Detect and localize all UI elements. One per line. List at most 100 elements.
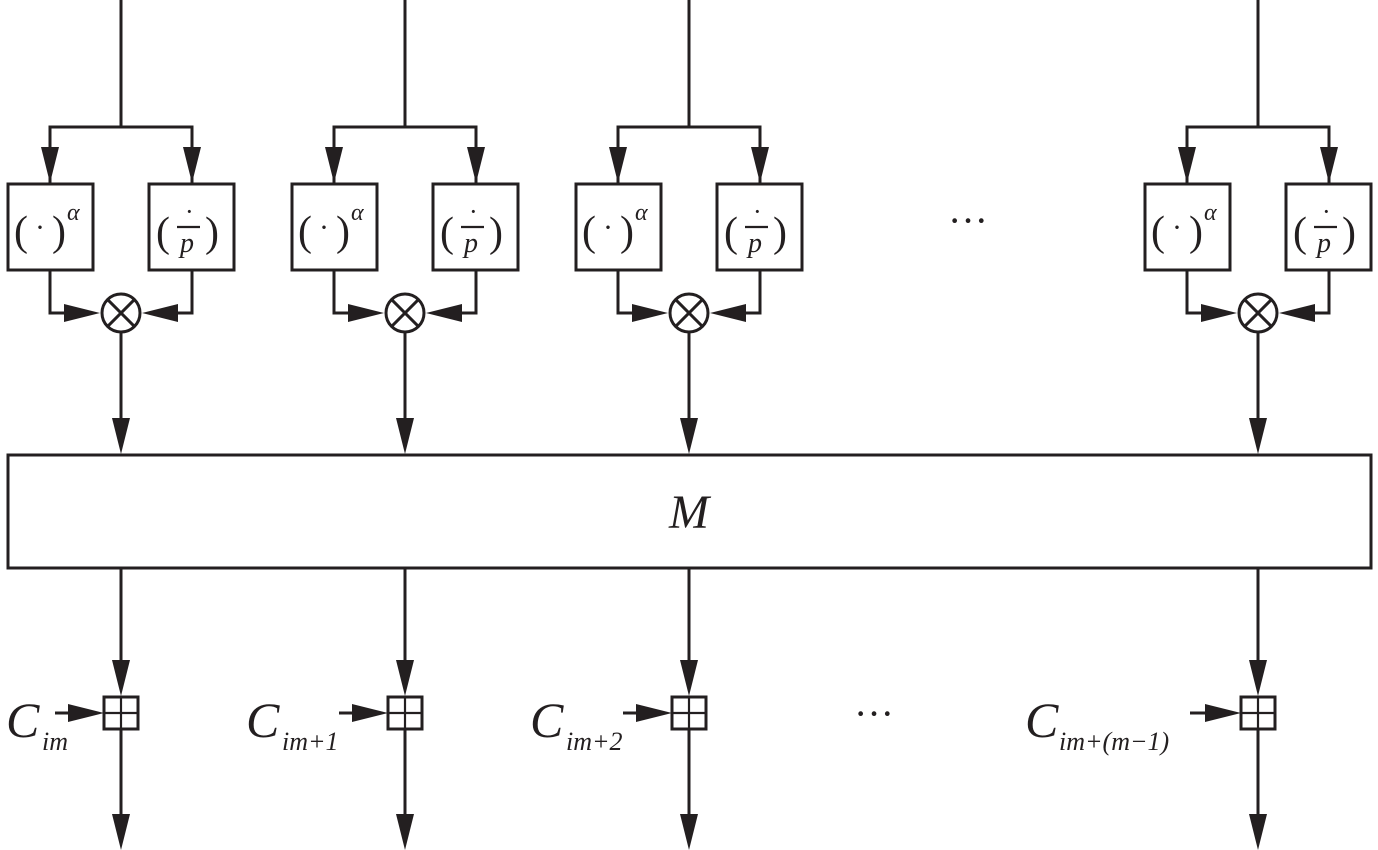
arrow-head-left	[710, 304, 746, 322]
arrow-head-down	[680, 814, 698, 850]
power-to-multiply-line	[1185, 270, 1203, 315]
arrow-head-down	[1249, 660, 1267, 696]
arrow-head-down	[609, 147, 627, 183]
matrix-block	[6, 453, 1373, 570]
legendre-to-multiply-line	[1313, 270, 1331, 315]
arrow-head-down	[751, 147, 769, 183]
power-paren-right: )	[620, 209, 634, 255]
adder-icon	[1239, 695, 1277, 731]
arrow-head-down	[396, 660, 414, 696]
arrow-head-left	[426, 304, 462, 322]
split-line	[1185, 125, 1331, 183]
arrow-head-right	[632, 304, 668, 322]
legendre-dot: ·	[753, 197, 762, 226]
arrow-head-down	[41, 147, 59, 183]
branch-3: ( · ) α ( · p )	[530, 0, 804, 850]
arrow-head-left	[1279, 304, 1315, 322]
multiply-icon	[100, 292, 142, 334]
power-to-multiply-line	[332, 270, 350, 315]
ellipsis-top: ···	[948, 198, 988, 243]
constant-base: C	[6, 692, 40, 748]
arrow-head-down	[1320, 147, 1338, 183]
matrix-label: M	[668, 486, 712, 539]
legendre-p: p	[1315, 228, 1331, 259]
power-exponent: α	[67, 200, 80, 226]
constant-subscript: im+(m−1)	[1059, 727, 1169, 756]
arrow-head-down	[112, 814, 130, 850]
power-paren-right: )	[1189, 209, 1203, 255]
branch-4: ( · ) α ( · p )	[1025, 0, 1373, 850]
power-dot: ·	[1172, 211, 1182, 244]
split-line	[48, 125, 194, 183]
legendre-dot: ·	[469, 197, 478, 226]
legendre-to-multiply-line	[460, 270, 478, 315]
legendre-paren-right: )	[489, 210, 503, 256]
power-paren-left: (	[1151, 209, 1165, 255]
constant-label: C im+1	[246, 692, 339, 756]
arrow-head-down	[1249, 814, 1267, 850]
branch-2: ( · ) α ( · p )	[246, 0, 520, 850]
power-to-multiply-line	[48, 270, 66, 315]
legendre-box-label: ( · p )	[156, 197, 219, 259]
legendre-box-label: ( · p )	[724, 197, 787, 259]
constant-subscript: im+2	[566, 727, 623, 756]
power-box	[574, 182, 663, 272]
legendre-paren-left: (	[440, 210, 454, 256]
legendre-paren-right: )	[773, 210, 787, 256]
legendre-p: p	[462, 228, 478, 259]
constant-base: C	[246, 692, 280, 748]
arrow-head-right	[1201, 304, 1237, 322]
arrow-head-down	[396, 418, 414, 454]
arrow-head-right	[1205, 704, 1241, 722]
legendre-to-multiply-line	[744, 270, 762, 315]
power-box	[290, 182, 379, 272]
legendre-box-label: ( · p )	[1293, 197, 1356, 259]
constant-base: C	[1025, 692, 1059, 748]
arrow-head-down	[112, 660, 130, 696]
adder-icon	[102, 695, 140, 731]
legendre-to-multiply-line	[176, 270, 194, 315]
power-box-label: ( · ) α	[1151, 200, 1217, 255]
power-to-multiply-line	[616, 270, 634, 315]
split-line	[332, 125, 478, 183]
legendre-paren-right: )	[1342, 210, 1356, 256]
constant-label: C im+(m−1)	[1025, 692, 1169, 756]
branch-1: ( · ) α ( · p )	[6, 0, 236, 850]
legendre-box-label: ( · p )	[440, 197, 503, 259]
power-exponent: α	[351, 200, 364, 226]
split-line	[616, 125, 762, 183]
power-box-label: ( · ) α	[582, 200, 648, 255]
arrow-head-right	[636, 704, 672, 722]
arrow-head-down	[680, 418, 698, 454]
constant-base: C	[530, 692, 564, 748]
arrow-head-down	[1178, 147, 1196, 183]
legendre-p: p	[746, 228, 762, 259]
legendre-dot: ·	[1322, 197, 1331, 226]
legendre-dot: ·	[185, 197, 194, 226]
multiply-icon	[1237, 292, 1279, 334]
arrow-head-right	[348, 304, 384, 322]
arrow-head-down	[680, 660, 698, 696]
legendre-p: p	[178, 228, 194, 259]
power-dot: ·	[319, 211, 329, 244]
arrow-head-right	[64, 304, 100, 322]
power-paren-left: (	[298, 209, 312, 255]
multiply-icon	[668, 292, 710, 334]
adder-icon	[670, 695, 708, 731]
arrow-head-down	[1249, 418, 1267, 454]
power-paren-left: (	[582, 209, 596, 255]
power-paren-right: )	[336, 209, 350, 255]
arrow-head-down	[112, 418, 130, 454]
multiply-icon	[384, 292, 426, 334]
arrow-head-down	[183, 147, 201, 183]
power-paren-left: (	[14, 209, 28, 255]
legendre-paren-right: )	[205, 210, 219, 256]
constant-label: C im+2	[530, 692, 623, 756]
power-paren-right: )	[52, 209, 66, 255]
power-exponent: α	[635, 200, 648, 226]
power-box-label: ( · ) α	[14, 200, 80, 255]
arrow-head-down	[325, 147, 343, 183]
ellipsis-bottom: ···	[854, 691, 894, 736]
power-dot: ·	[603, 211, 613, 244]
legendre-paren-left: (	[724, 210, 738, 256]
